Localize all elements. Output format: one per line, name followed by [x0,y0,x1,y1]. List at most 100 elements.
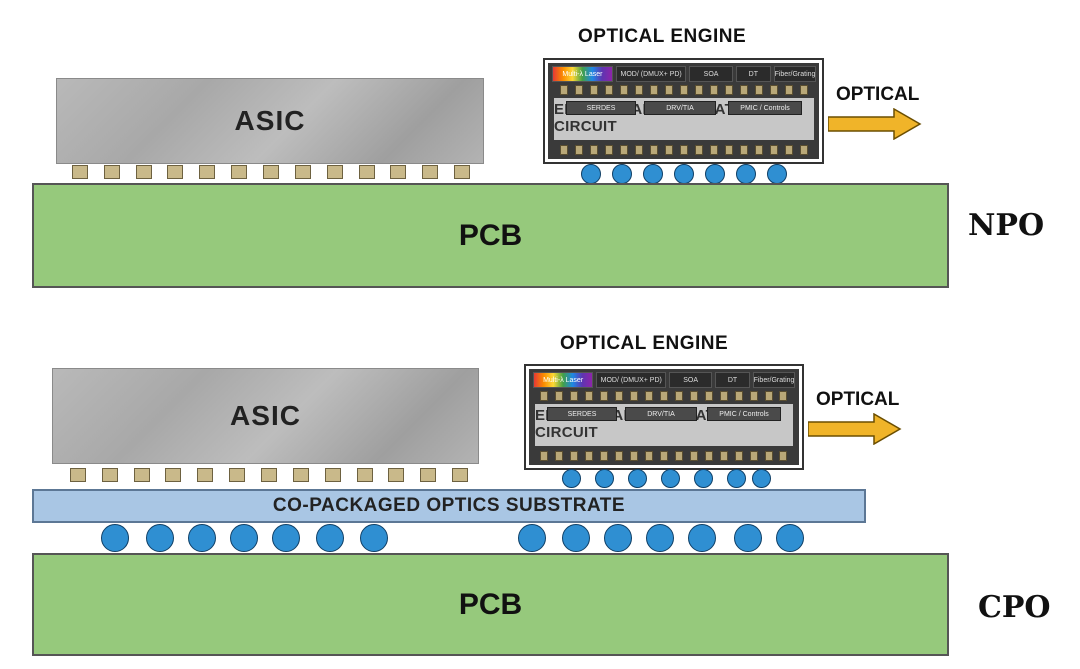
npo-engine-ball [736,164,756,184]
pin [704,451,713,461]
bump [356,468,373,482]
npo-engine-ball [674,164,694,184]
cpo-optical-arrow [808,413,902,445]
pin [664,145,673,155]
pin [674,391,683,401]
cpo-substrate-label: CO-PACKAGED OPTICS SUBSTRATE [272,495,626,516]
pin [619,85,628,95]
npo-engine-upper-pins [556,85,812,95]
bump [324,468,341,482]
npo-asic: ASIC [56,78,484,164]
pin [770,85,779,95]
laser-chip: Multi-λ Laser [533,372,594,388]
pin [619,145,628,155]
pin [615,391,624,401]
bump [199,165,216,179]
cpo-substrate-ball [188,524,216,552]
dt-chip: DT [715,372,751,388]
cpo-substrate-ball [688,524,716,552]
npo-optical-arrow [828,108,922,140]
npo-variant-label: NPO [968,208,1045,243]
bump [231,165,248,179]
pin [719,451,728,461]
pin [755,145,764,155]
pin [734,391,743,401]
cpo-pcb: PCB [32,553,949,656]
bump [197,468,214,482]
cpo-substrate-ball [230,524,258,552]
cpo-substrate-ball [316,524,344,552]
cpo-substrate-ball [734,524,762,552]
bump [452,468,469,482]
npo-optical-label: OPTICAL [836,84,920,105]
pin [659,451,668,461]
bump [135,165,152,179]
npo-optical-engine-title: OPTICAL ENGINE [578,26,747,47]
pin [709,85,718,95]
cpo-engine-ball [694,469,713,488]
bump [167,165,184,179]
bump [260,468,277,482]
pin [770,145,779,155]
cpo-substrate-ball [604,524,632,552]
pin [689,391,698,401]
pin [725,85,734,95]
pin [725,145,734,155]
cpo-substrate-ball [360,524,388,552]
npo-engine-body: Multi-λ Laser MOD/ (DMUX+ PD) SOA DT Fib… [548,63,819,159]
pin [755,85,764,95]
pin [709,145,718,155]
npo-serdes-block: SERDES [566,101,636,115]
cpo-substrate-ball [146,524,174,552]
bump [422,165,439,179]
pin [764,391,773,401]
pin [574,145,583,155]
cpo-variant-label: CPO [978,590,1051,625]
bump [69,468,86,482]
bump [358,165,375,179]
npo-engine-ball [705,164,725,184]
pin [764,451,773,461]
npo-asic-label: ASIC [234,105,306,136]
pin [679,145,688,155]
npo-engine-ball [612,164,632,184]
pin [785,85,794,95]
mod-chip: MOD/ (DMUX+ PD) [596,372,667,388]
npo-drvtia-block: DRV/TIA [644,101,716,115]
pin [779,391,788,401]
cpo-substrate-ball [776,524,804,552]
npo-engine-ball [581,164,601,184]
pin [540,391,549,401]
pin [604,85,613,95]
bump [326,165,343,179]
cpo-pmic-block: PMIC / Controls [707,407,781,421]
pin [689,451,698,461]
pin [785,145,794,155]
pin [800,145,809,155]
pin [574,85,583,95]
pin [559,145,568,155]
fiber-chip: Fiber/Grating [774,66,816,82]
cpo-substrate-ball [518,524,546,552]
pin [555,391,564,401]
bump [229,468,246,482]
cpo-optical-engine: Multi-λ Laser MOD/ (DMUX+ PD) SOA DT Fib… [524,364,804,470]
pin [630,451,639,461]
laser-chip: Multi-λ Laser [552,66,613,82]
npo-engine-ball [643,164,663,184]
pin [659,391,668,401]
pin [719,391,728,401]
pin [559,85,568,95]
cpo-engine-ball [595,469,614,488]
pin [570,391,579,401]
npo-engine-ball [767,164,787,184]
bump [420,468,437,482]
npo-pcb-label: PCB [458,218,523,252]
cpo-substrate: CO-PACKAGED OPTICS SUBSTRATE [32,489,866,523]
pin [540,451,549,461]
bump [133,468,150,482]
pin [604,145,613,155]
pin [615,451,624,461]
cpo-engine-ball [562,469,581,488]
